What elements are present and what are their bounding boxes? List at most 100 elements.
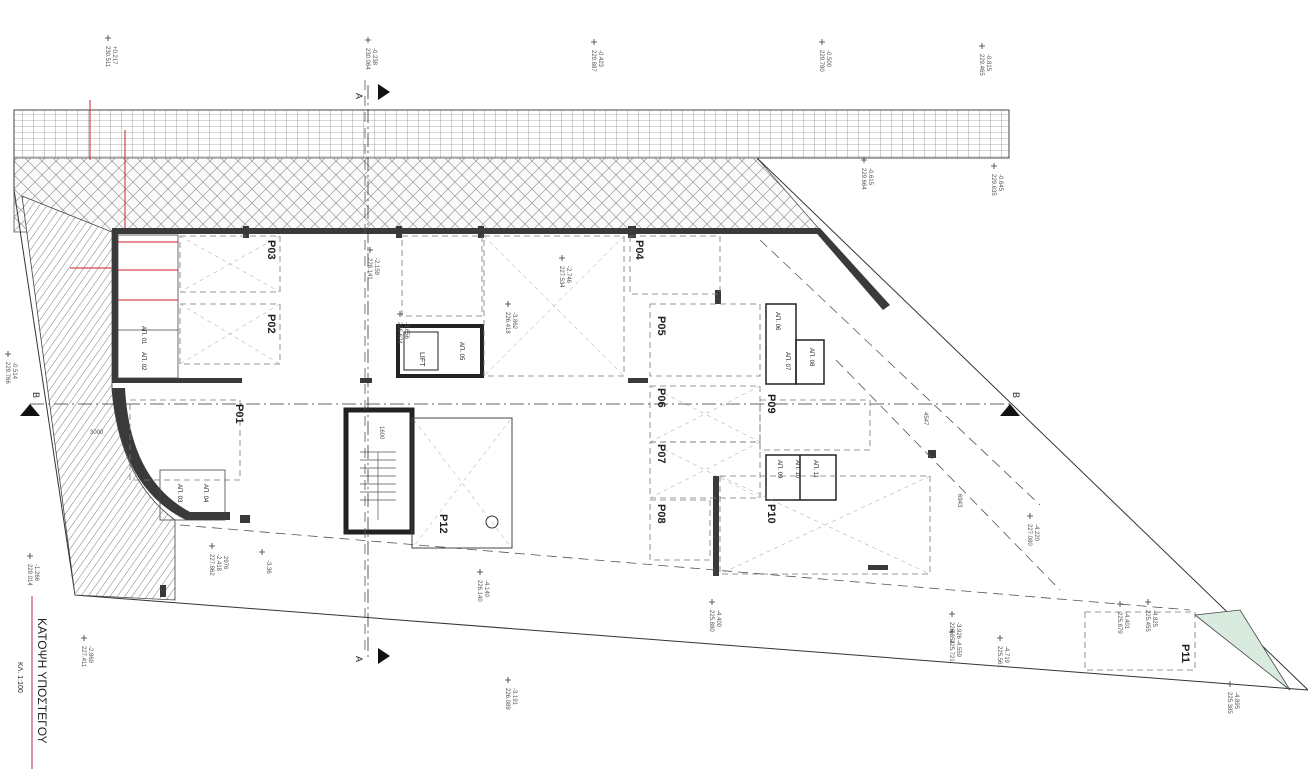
level-value: -0.514: [11, 362, 17, 380]
driveway-line: [835, 359, 1061, 591]
site-boundary: [13, 158, 1308, 691]
level-marker-icon: [259, 549, 265, 555]
wall-west-upper: [112, 228, 118, 383]
storage-label: ΑΠ. 11: [812, 460, 818, 479]
dimension-label: 6943: [956, 494, 962, 508]
wall-curved: [112, 388, 230, 520]
storage-labels: ΑΠ. 01 ΑΠ. 02 ΑΠ. 03 ΑΠ. 04 ΑΠ. 05 ΑΠ. 0…: [140, 312, 818, 503]
storage-label: ΑΠ. 09: [776, 460, 782, 479]
level-absolute: 229.780: [818, 50, 824, 72]
level-absolute: 226.140: [476, 580, 482, 602]
level-value: -4.140: [483, 580, 489, 598]
level-value: -4.401: [1123, 612, 1129, 630]
level-marker-icon: [477, 569, 483, 575]
level-marker-icon: [949, 629, 955, 635]
level-marker-icon: [1117, 601, 1123, 607]
dimension-label: 3000: [90, 430, 104, 436]
level-marker-icon: [505, 301, 511, 307]
level-absolute: 229.887: [590, 50, 596, 72]
level-absolute: 225.880: [708, 610, 714, 632]
column: [478, 226, 484, 238]
column: [360, 378, 372, 383]
level-marker-icon: [559, 255, 565, 261]
column: [396, 226, 402, 238]
level-marker-icon: [81, 635, 87, 641]
section-mark-a-top: A: [354, 93, 364, 99]
level-marker-icon: [709, 599, 715, 605]
level-value: -1.266: [33, 564, 39, 582]
level-marker-icon: [397, 311, 403, 317]
level-marker-icon: [27, 553, 33, 559]
level-value: -2.869: [87, 646, 93, 664]
level-value: -4.220: [1033, 524, 1039, 542]
column: [240, 515, 250, 523]
storage-label: ΑΠ. 08: [808, 348, 814, 367]
driveway-line: [759, 239, 1041, 506]
level-value: -0.645: [997, 174, 1003, 192]
level-marker-icon: [997, 635, 1003, 641]
dimension-label: 1600: [378, 426, 384, 440]
wall-mid-horizontal: [112, 378, 242, 383]
wall-north: [112, 228, 817, 234]
parking-label-p11: P11: [1179, 644, 1191, 663]
section-mark-b-left: B: [31, 392, 41, 398]
parking-label-p04: P04: [633, 240, 645, 260]
level-absolute: 228.141: [366, 258, 372, 280]
level-value: -3.926: [955, 622, 961, 640]
parking-label-p12: P12: [437, 514, 449, 534]
level-value: -4.825: [1151, 610, 1157, 628]
parking-label-p01: P01: [233, 404, 245, 424]
level-marker-icon: [5, 351, 11, 357]
dimension-label: 4547: [922, 412, 928, 426]
level-marker-icon: [1027, 513, 1033, 519]
parking-label-p09: P09: [765, 394, 777, 414]
section-arrow: [378, 648, 390, 664]
level-marker-icon: [991, 163, 997, 169]
level-absolute: 229.014: [26, 564, 32, 586]
parking-label-p08: P08: [655, 504, 667, 524]
storage-label: ΑΠ. 05: [458, 342, 464, 361]
drawing-title: ΚΑΤΟΨΗ ΥΠΟΣΤΕΓΟΥ: [35, 618, 49, 744]
level-marker-icon: [105, 35, 111, 41]
level-value: -4.719: [1003, 646, 1009, 664]
level-value: -0.815: [985, 54, 991, 72]
section-mark-b-right: B: [1011, 392, 1021, 398]
level-value: -0.615: [867, 168, 873, 186]
parking-label-p10: P10: [765, 504, 777, 524]
level-value: -4.895: [1233, 692, 1239, 710]
level-absolute: 230.064: [364, 48, 370, 70]
level-value: -0.500: [825, 50, 831, 68]
storage-label: ΑΠ. 06: [774, 312, 780, 331]
column: [218, 378, 238, 383]
road-grid-band: [13, 109, 1010, 159]
paved-strip: [13, 157, 821, 233]
storage-label: ΑΠ. 07: [784, 352, 790, 371]
level-marker-icon: [591, 39, 597, 45]
level-value: -4.400: [715, 610, 721, 628]
parking-label-p02: P02: [265, 314, 277, 334]
level-markers: +0.217230.511-0.238230.064-0.423229.887-…: [4, 35, 1239, 714]
level-marker-icon: [365, 37, 371, 43]
level-absolute: 226.089: [504, 688, 510, 710]
parking-area-p12: [411, 417, 513, 549]
green-area: [1193, 609, 1291, 691]
level-absolute: 226.624: [396, 322, 402, 344]
lift-label: LIFT: [418, 352, 425, 367]
column: [160, 585, 166, 597]
column: [868, 565, 888, 570]
site-boundary-east: [756, 157, 1308, 691]
level-absolute: 227.411: [80, 646, 86, 668]
level-value: -2.159: [373, 258, 379, 276]
level-absolute: 229.465: [978, 54, 984, 76]
level-marker-icon: [1227, 681, 1233, 687]
level-marker-icon: [949, 611, 955, 617]
level-absolute: 229.766: [4, 362, 10, 384]
level-value: -3.36: [265, 560, 271, 574]
red-services: [70, 100, 178, 301]
section-arrow: [378, 84, 390, 100]
column: [928, 450, 936, 458]
level-value: -0.238: [371, 48, 377, 66]
level-absolute: 225.561: [996, 646, 1002, 668]
parking-slots: [129, 235, 1196, 671]
drawing-scale: ΚΛ. 1:100: [16, 662, 23, 693]
